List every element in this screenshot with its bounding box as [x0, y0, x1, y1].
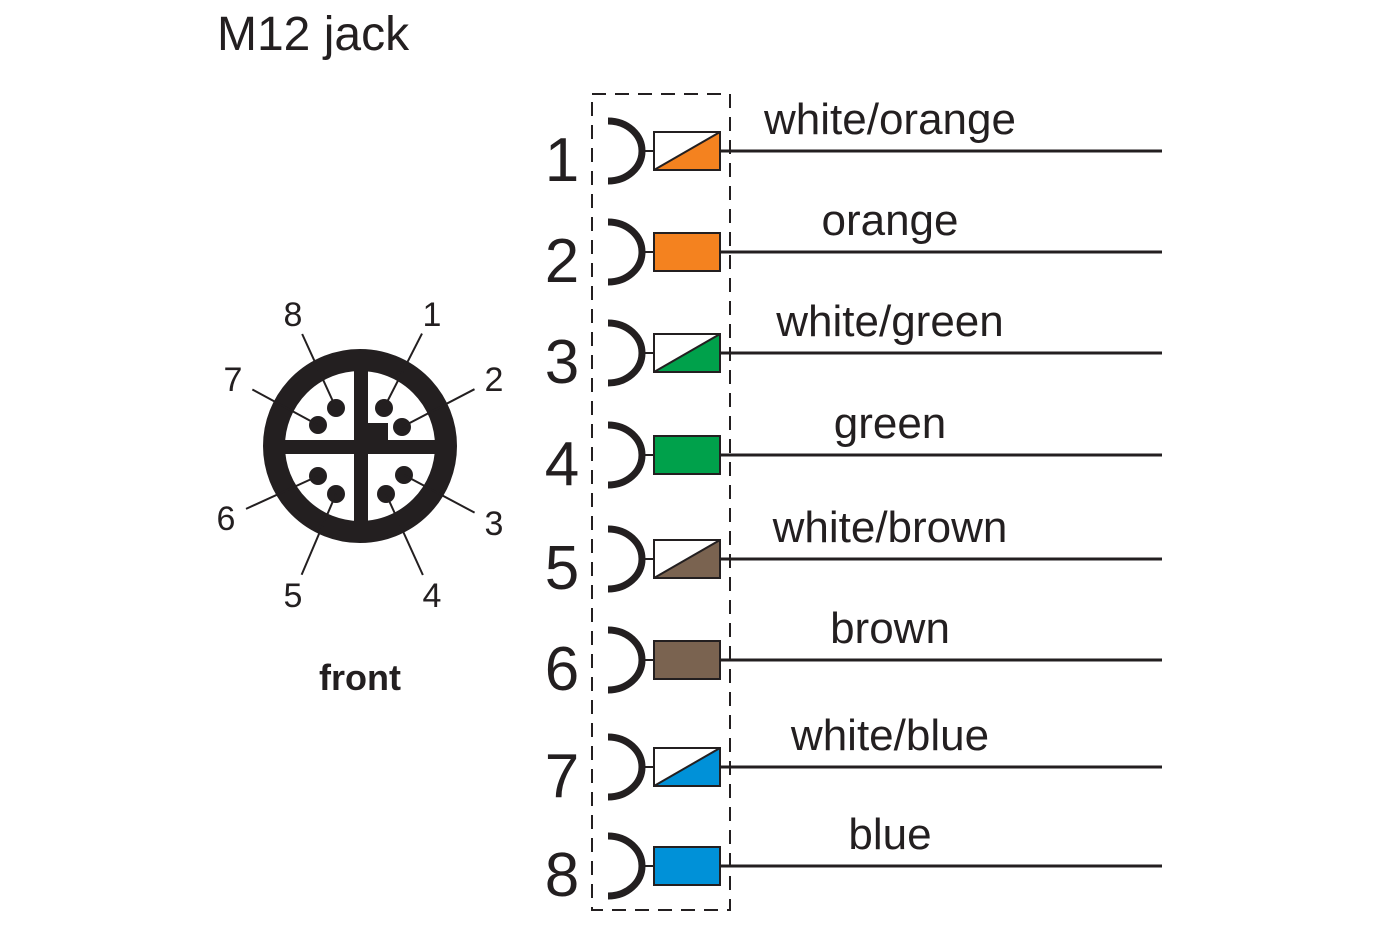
face-pin-number: 8 [284, 296, 303, 334]
pin-number: 8 [545, 841, 579, 910]
pin-number: 7 [545, 742, 579, 811]
pin-number: 1 [545, 126, 579, 195]
pin-number: 2 [545, 227, 579, 296]
wire-row: 3 white/green [545, 297, 1162, 397]
wire-color-swatch [653, 232, 721, 272]
pin-leader-line [245, 475, 319, 510]
stripe-divider [653, 539, 721, 579]
wire-row: 1 white/orange [545, 95, 1162, 195]
connector-front-face [263, 349, 457, 543]
stripe-divider [653, 333, 721, 373]
face-pin-number: 4 [423, 577, 442, 615]
pin-number: 3 [545, 328, 579, 397]
wire-color-label: green [834, 399, 947, 448]
wire-row: 5 white/brown [545, 503, 1162, 603]
wire-row: 7 white/blue [545, 711, 1162, 811]
pin-leader-line [251, 388, 319, 426]
wire-color-label: white/brown [772, 503, 1008, 552]
wire-color-label: white/orange [763, 95, 1016, 144]
wire-color-swatch [653, 846, 721, 886]
wire-color-swatch [653, 640, 721, 680]
face-pin-number: 6 [217, 500, 236, 538]
pin-number: 4 [545, 430, 579, 499]
coding-notch [366, 423, 388, 443]
pin-leader-line [385, 493, 424, 576]
wire-color-label: white/green [775, 297, 1003, 346]
wire-color-label: blue [848, 810, 931, 859]
face-pin-number: 1 [423, 296, 442, 334]
socket-contact-icon [607, 421, 646, 489]
wire-color-label: white/blue [790, 711, 989, 760]
pin-number: 5 [545, 534, 579, 603]
stripe-divider [653, 131, 721, 171]
wire-color-label: orange [821, 196, 958, 245]
stripe-divider [653, 747, 721, 787]
pin-number: 6 [545, 635, 579, 704]
face-pin-number: 7 [224, 361, 243, 399]
socket-contact-icon [607, 733, 646, 801]
socket-contact-icon [607, 832, 646, 900]
pin-leader-line [300, 493, 337, 576]
pin-leader-line [403, 474, 476, 514]
socket-contact-icon [607, 117, 646, 185]
socket-contact-icon [607, 626, 646, 694]
pin-leader-line [383, 333, 423, 409]
wire-color-swatch [653, 435, 721, 475]
diagram-title: M12 jack [217, 8, 410, 61]
wire-row: 4 green [545, 399, 1162, 499]
key-horizontal-bar [284, 440, 436, 454]
pin-leader-line [301, 333, 337, 409]
socket-contact-icon [607, 319, 646, 387]
socket-contact-icon [607, 218, 646, 286]
face-pin-number: 2 [485, 361, 504, 399]
socket-contact-icon [607, 525, 646, 593]
wire-color-label: brown [830, 604, 950, 653]
wire-row: 8 blue [545, 810, 1162, 910]
pin-leader-line [401, 388, 475, 428]
wire-row: 2 orange [545, 196, 1162, 296]
wire-row: 6 brown [545, 604, 1162, 704]
jack-housing-outline [591, 93, 731, 911]
face-pin-number: 3 [485, 505, 504, 543]
front-label: front [319, 657, 401, 698]
face-pin-number: 5 [284, 577, 303, 615]
